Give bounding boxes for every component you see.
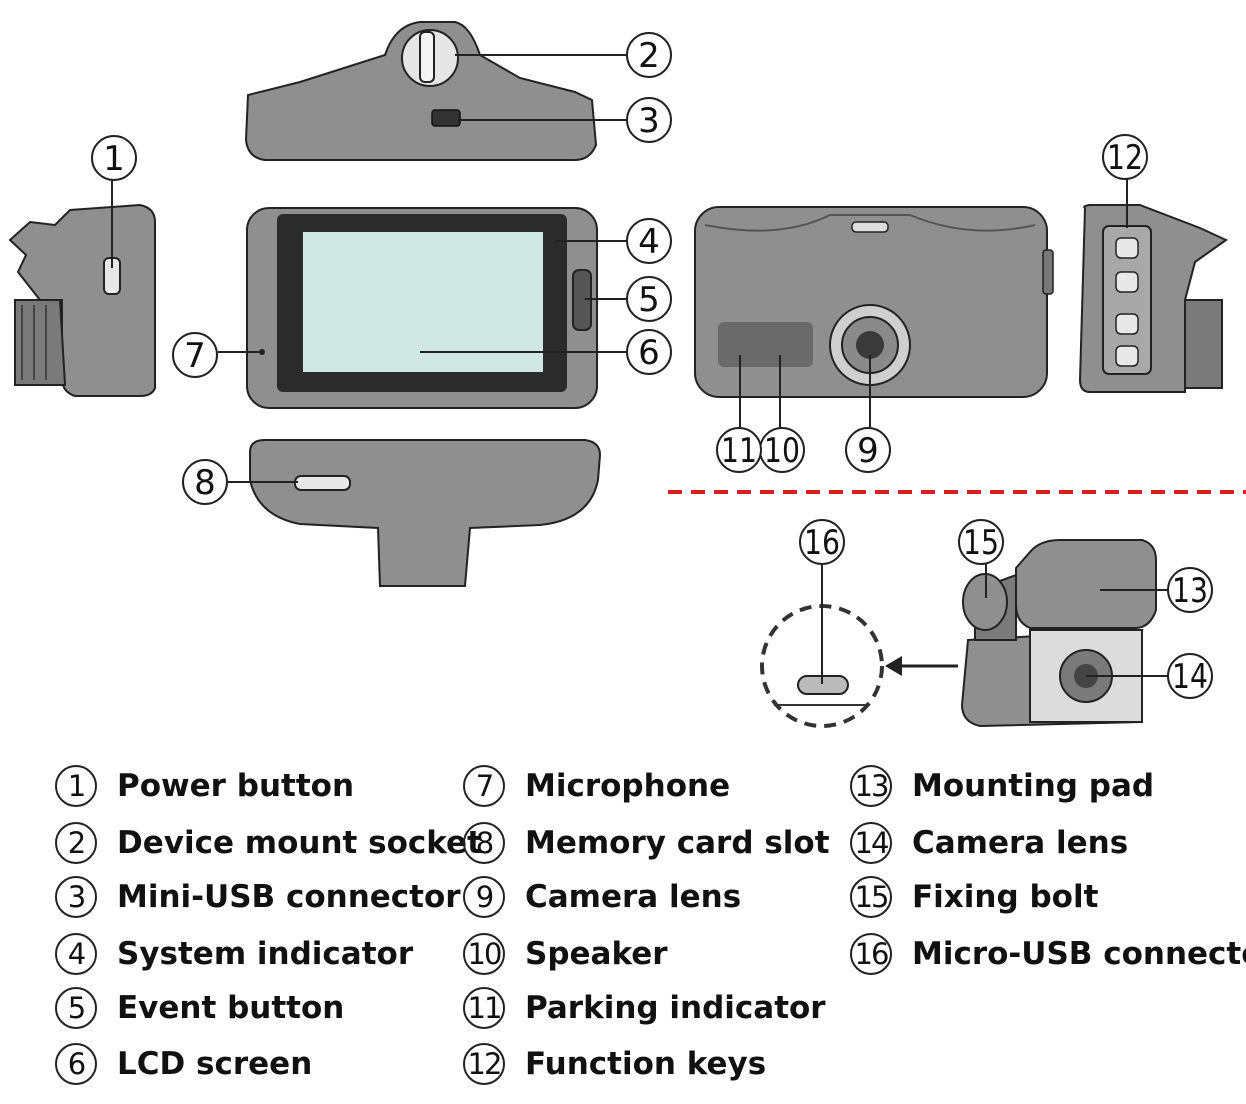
callout-number: 10 [764,431,800,471]
mini-usb-port [431,109,461,127]
legend-number: 2 [55,822,97,864]
callout-6: 6 [626,329,672,375]
callout-number: 6 [638,333,660,373]
legend-number: 7 [463,765,505,807]
rear-camera-accessory [760,539,1168,728]
legend-number: 1 [55,765,97,807]
top-view [244,21,628,161]
legend-label: Device mount socket [117,825,482,861]
legend-number: 4 [55,933,97,975]
legend-item-2: 2 Device mount socket [55,819,482,867]
legend-label: Camera lens [525,879,742,915]
callout-15: 15 [958,519,1004,565]
legend-label: Power button [117,768,355,804]
callout-11: 11 [716,427,762,473]
legend-item-12: 12 Function keys [463,1040,766,1088]
callout-5: 5 [626,276,672,322]
callout-9: 9 [845,427,891,473]
legend-number: 6 [55,1043,97,1085]
legend-item-5: 5 Event button [55,984,344,1032]
legend-item-3: 3 Mini-USB connector [55,873,461,921]
callout-number: 3 [638,101,660,141]
legend-label: Function keys [525,1046,767,1082]
legend-label: System indicator [117,936,414,972]
legend-label: Camera lens [912,825,1129,861]
callout-number: 5 [638,280,660,320]
bottom-view [228,439,602,587]
callout-10: 10 [759,427,805,473]
callout-8: 8 [182,459,228,505]
legend-label: Parking indicator [525,990,826,1026]
mounting-pad [1015,539,1157,629]
callout-number: 16 [804,523,840,563]
function-key [1115,313,1139,335]
callout-4: 4 [626,218,672,264]
callout-number: 8 [194,463,216,503]
legend-item-1: 1 Power button [55,762,354,810]
callout-number: 14 [1172,657,1208,697]
function-key [1115,271,1139,293]
legend-item-8: 8 Memory card slot [463,819,830,867]
callout-2: 2 [626,32,672,78]
legend-label: Event button [117,990,345,1026]
right-side-view [1078,178,1228,393]
callout-7: 7 [172,332,218,378]
legend-label: Speaker [525,936,668,972]
legend-number: 12 [463,1043,505,1085]
memory-card-slot [294,475,351,491]
legend-number: 11 [463,987,505,1029]
legend-item-6: 6 LCD screen [55,1040,312,1088]
speaker-grille [718,322,813,367]
legend-label: Fixing bolt [912,879,1099,915]
callout-number: 12 [1107,138,1143,178]
callout-number: 4 [638,222,660,262]
legend-number: 16 [850,933,892,975]
legend-label: Memory card slot [525,825,830,861]
callout-13: 13 [1167,567,1213,613]
legend-number: 10 [463,933,505,975]
callout-14: 14 [1167,653,1213,699]
legend-item-13: 13 Mounting pad [850,762,1154,810]
callout-12: 12 [1102,134,1148,180]
legend-item-16: 16 Micro-USB connector [850,930,1246,978]
legend-label: Mounting pad [912,768,1155,804]
legend-number: 3 [55,876,97,918]
legend-item-10: 10 Speaker [463,930,668,978]
legend-number: 15 [850,876,892,918]
legend-item-9: 9 Camera lens [463,873,741,921]
legend-item-11: 11 Parking indicator [463,984,826,1032]
callout-1: 1 [91,135,137,181]
callout-number: 1 [103,139,125,179]
legend-label: Microphone [525,768,731,804]
function-key [1115,237,1139,259]
callout-16: 16 [799,519,845,565]
rear-view [694,206,1054,432]
legend-number: 8 [463,822,505,864]
legend-number: 9 [463,876,505,918]
callout-number: 7 [184,336,206,376]
callout-number: 13 [1172,571,1208,611]
legend-item-14: 14 Camera lens [850,819,1128,867]
legend-item-15: 15 Fixing bolt [850,873,1098,921]
front-view [218,207,628,409]
callout-number: 11 [721,431,757,471]
legend-label: LCD screen [117,1046,313,1082]
legend-item-4: 4 System indicator [55,930,413,978]
legend-label: Mini-USB connector [117,879,461,915]
legend-item-7: 7 Microphone [463,762,730,810]
legend-label: Micro-USB connector [912,936,1246,972]
legend-number: 5 [55,987,97,1029]
callout-3: 3 [626,97,672,143]
left-side-view [8,180,156,397]
callout-number: 2 [638,36,660,76]
lcd-screen [303,232,543,372]
callout-number: 9 [857,431,879,471]
callout-number: 15 [963,523,999,563]
legend-number: 13 [850,765,892,807]
function-key [1115,345,1139,367]
legend-number: 14 [850,822,892,864]
